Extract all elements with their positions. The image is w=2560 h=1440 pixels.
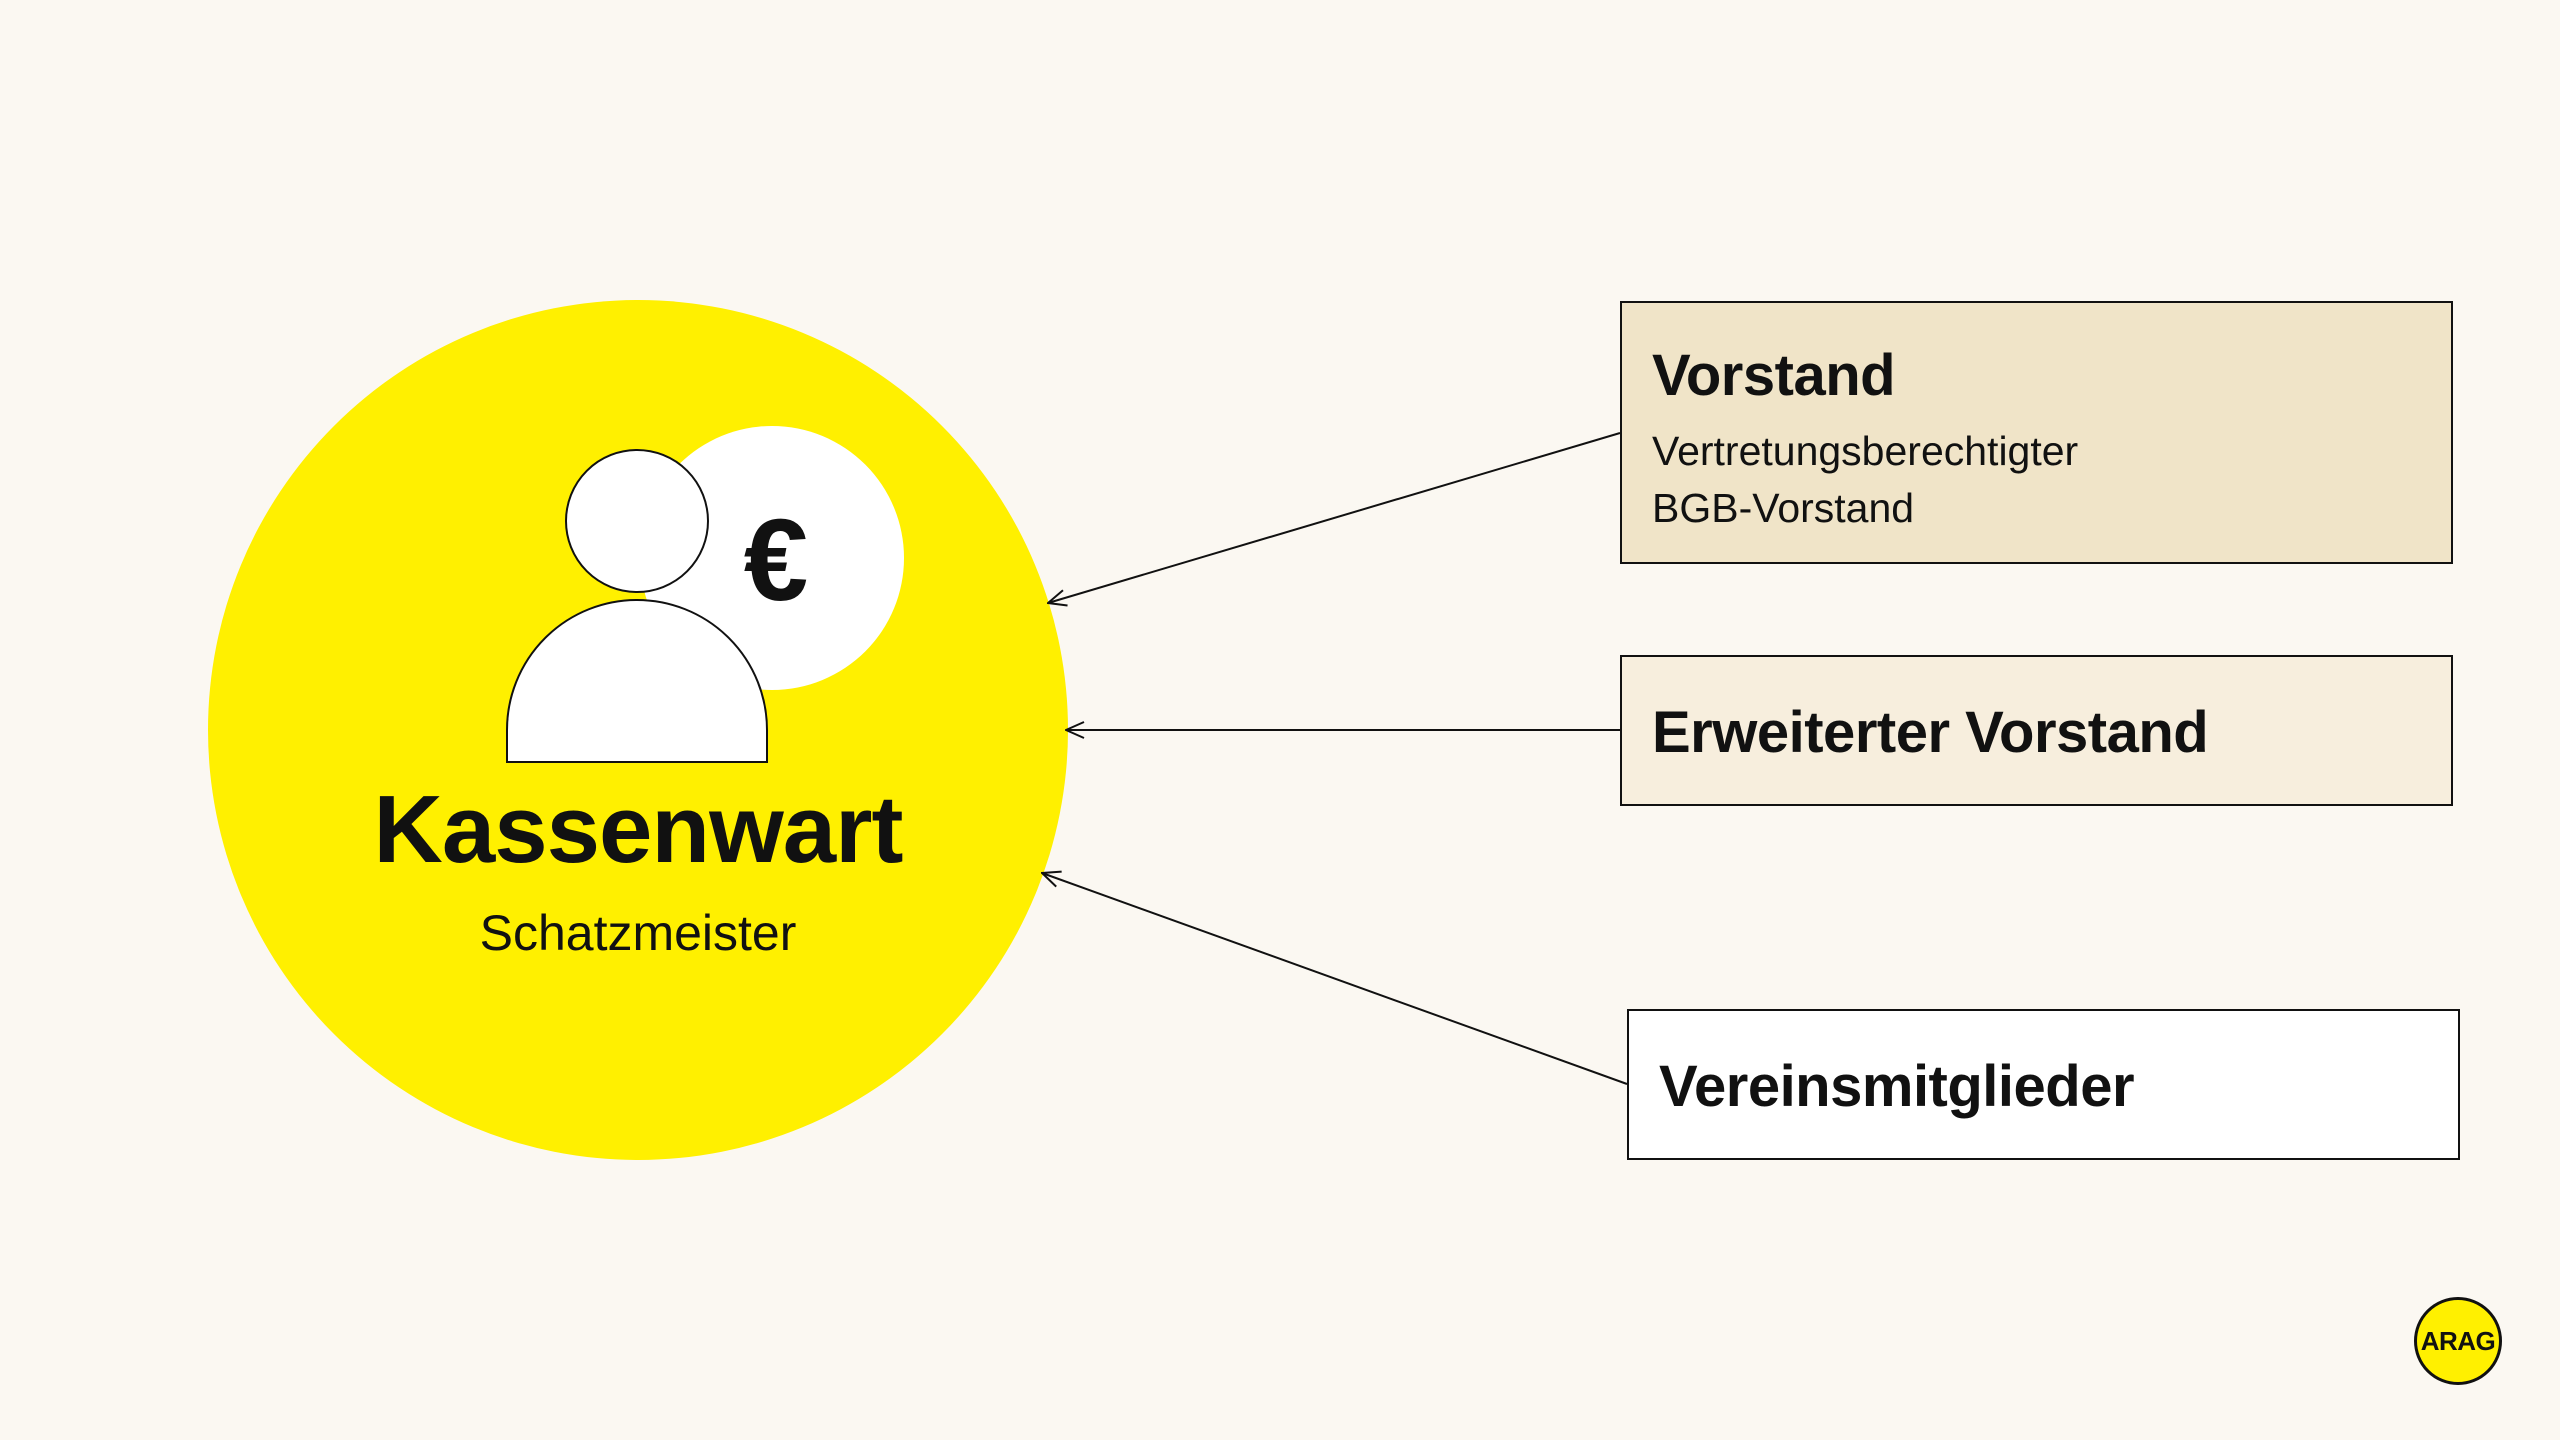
vorstand-title: Vorstand [1652,343,1896,408]
vorstand-line-2: BGB-Vorstand [1652,485,1915,531]
vorstand-box: Vorstand Vertretungsberechtigter BGB-Vor… [1620,301,2453,564]
person-icon [506,449,768,763]
vorstand-subtitle: Vertretungsberechtigter BGB-Vorstand [1652,423,2421,537]
person-head-icon [565,449,709,593]
vereinsmitglieder-title: Vereinsmitglieder [1659,1054,2135,1119]
kassenwart-title: Kassenwart [374,776,903,883]
euro-symbol: € [744,495,809,625]
kassenwart-subtitle: Schatzmeister [480,905,797,961]
person-body-icon [506,599,768,763]
vorstand-arrow [1048,432,1621,603]
mitglieder-arrow [1042,873,1628,1085]
arag-logo-text: ARAG [2420,1325,2496,1356]
erweiterter-vorstand-title: Erweiterter Vorstand [1652,700,2209,765]
vereinsmitglieder-box: Vereinsmitglieder [1627,1009,2460,1160]
erweiterter-vorstand-box: Erweiterter Vorstand [1620,655,2453,806]
vorstand-line-1: Vertretungsberechtigter [1652,428,2079,474]
arag-logo: ARAG [2414,1297,2502,1385]
